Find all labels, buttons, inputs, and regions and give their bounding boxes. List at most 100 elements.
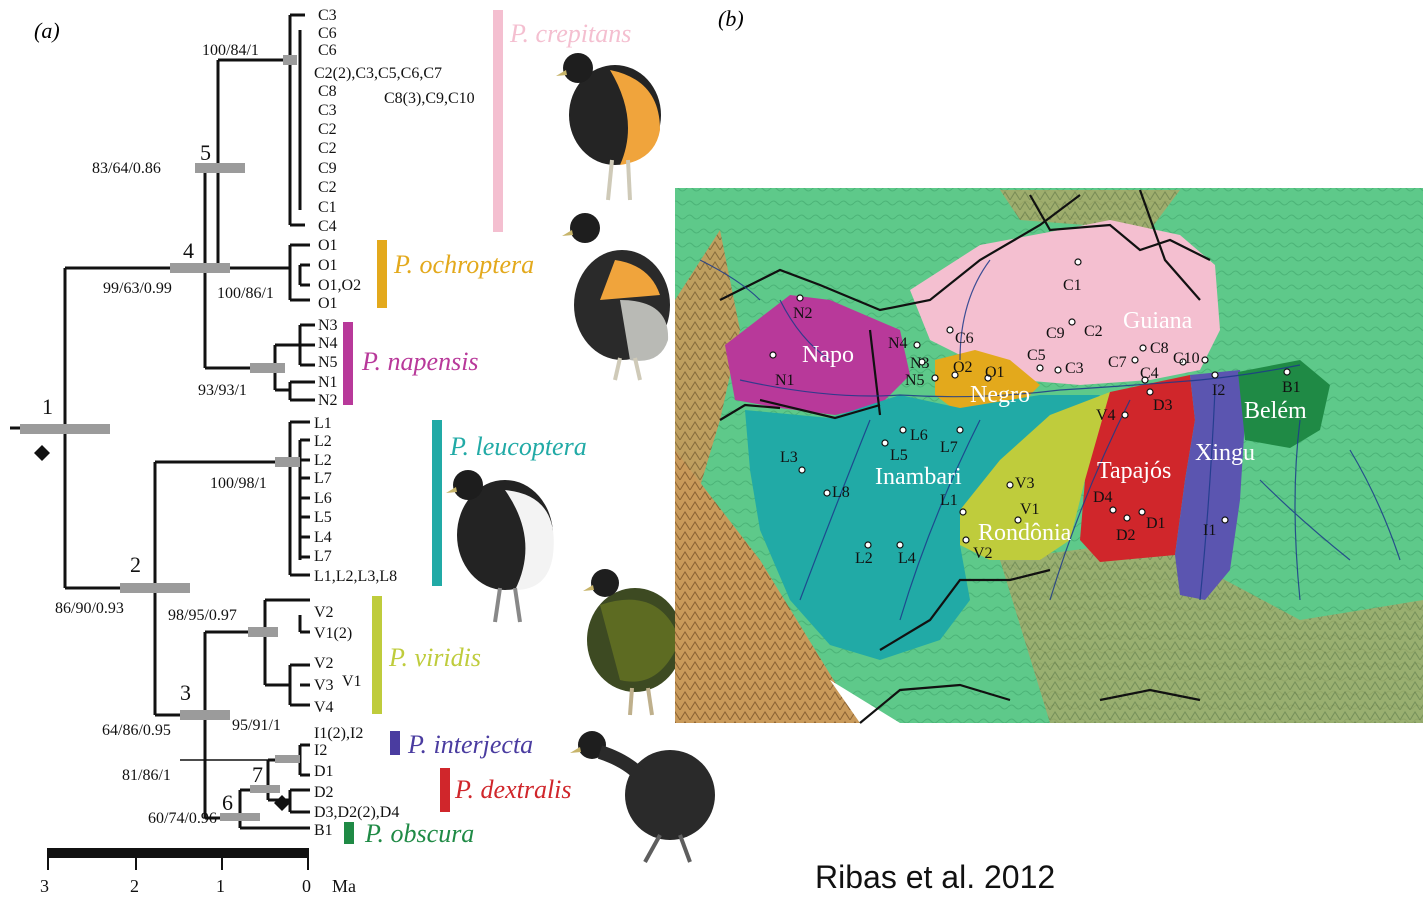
region-label-belem: Belém	[1244, 398, 1307, 424]
locality-label: L5	[890, 447, 908, 464]
region-label-guiana: Guiana	[1123, 308, 1193, 334]
support-value: 83/64/0.86	[92, 160, 161, 177]
tip-label: N4	[318, 335, 338, 352]
locality-marker	[1202, 357, 1208, 363]
tip-label: N2	[318, 392, 338, 409]
locality-label: N3	[910, 355, 930, 372]
locality-marker	[1007, 482, 1013, 488]
locality-marker	[824, 490, 830, 496]
tip-label: B1	[314, 822, 333, 839]
node-label-3: 3	[180, 680, 191, 705]
scale-unit-label: Ma	[332, 876, 356, 896]
tip-label: C1	[318, 199, 337, 216]
locality-marker	[932, 375, 938, 381]
locality-label: C8	[1150, 340, 1169, 357]
tip-label: V2	[314, 604, 334, 621]
region-label-negro: Negro	[970, 382, 1030, 408]
locality-marker	[897, 542, 903, 548]
locality-marker	[799, 467, 805, 473]
tip-label: C9	[318, 160, 337, 177]
tip-label: L6	[314, 490, 332, 507]
locality-label: V4	[1096, 407, 1116, 424]
support-value: 95/91/1	[232, 717, 281, 734]
tip-label: C4	[318, 218, 337, 235]
phylogeny-tree	[10, 15, 315, 828]
node-label-1: 1	[42, 394, 53, 419]
tip-label: O1	[318, 237, 338, 254]
locality-label: V2	[973, 545, 993, 562]
species-bar-obscura	[344, 822, 354, 844]
locality-label: C3	[1065, 360, 1084, 377]
locality-marker	[957, 427, 963, 433]
locality-label: D4	[1093, 489, 1113, 506]
tip-label: C6	[318, 25, 337, 42]
locality-marker	[1212, 372, 1218, 378]
tip-label: C3	[318, 7, 337, 24]
locality-label: L1	[940, 492, 958, 509]
scale-tick-label: 3	[40, 876, 49, 896]
species-name-viridis: P. viridis	[388, 643, 481, 672]
support-value: 93/93/1	[198, 382, 247, 399]
support-value: 86/90/0.93	[55, 600, 124, 617]
locality-marker	[882, 440, 888, 446]
diamond-marker-node6	[274, 795, 290, 811]
locality-marker	[770, 352, 776, 358]
scale-tick-label: 0	[302, 876, 311, 896]
tip-label: N5	[318, 354, 338, 371]
tip-label: L2	[314, 452, 332, 469]
region-label-napo: Napo	[802, 342, 854, 368]
locality-label: C10	[1173, 350, 1200, 367]
tip-label: I2	[314, 742, 327, 759]
species-name-obscura: P. obscura	[364, 819, 474, 848]
locality-marker	[865, 542, 871, 548]
locality-label: O2	[953, 359, 973, 376]
time-scale-bar: 3 2 1 0 Ma	[40, 848, 356, 896]
locality-marker	[797, 295, 803, 301]
locality-marker	[1037, 365, 1043, 371]
species-bar-viridis	[372, 596, 382, 714]
locality-marker	[1055, 367, 1061, 373]
node-label-5: 5	[200, 140, 211, 165]
node-label-7: 7	[252, 762, 263, 787]
locality-label: L4	[898, 550, 916, 567]
tip-label: L1,L2,L3,L8	[314, 568, 397, 585]
region-label-rondonia: Rondônia	[978, 520, 1072, 546]
locality-label: C6	[955, 330, 974, 347]
locality-marker	[1284, 369, 1290, 375]
locality-marker	[900, 427, 906, 433]
species-bar-napensis	[343, 322, 353, 405]
support-value: 60/74/0.96	[148, 810, 217, 827]
species-bar-crepitans	[493, 10, 503, 232]
node-label-2: 2	[130, 552, 141, 577]
locality-marker	[960, 509, 966, 515]
tip-label: O1	[318, 257, 338, 274]
tip-label: V1	[342, 673, 362, 690]
support-value: 100/84/1	[202, 42, 259, 59]
locality-label: C7	[1108, 354, 1127, 371]
tip-label: D2	[314, 784, 334, 801]
locality-label: N4	[888, 335, 908, 352]
locality-marker	[1124, 515, 1130, 521]
locality-label: N2	[793, 305, 813, 322]
locality-marker	[1069, 319, 1075, 325]
tip-label: L7	[314, 548, 332, 565]
scale-tick-label: 2	[130, 876, 139, 896]
tip-label: V3	[314, 677, 334, 694]
locality-label: D1	[1146, 515, 1166, 532]
support-value: 99/63/0.99	[103, 280, 172, 297]
tip-label: L7	[314, 470, 332, 487]
locality-label: N5	[905, 372, 925, 389]
locality-marker	[1140, 345, 1146, 351]
locality-marker	[963, 537, 969, 543]
tip-label: O1,O2	[318, 277, 361, 294]
region-label-xingu: Xingu	[1195, 440, 1255, 466]
locality-label: L3	[780, 449, 798, 466]
locality-label: C2	[1084, 323, 1103, 340]
locality-label: L7	[940, 439, 958, 456]
locality-label: I2	[1212, 382, 1225, 399]
locality-label: C9	[1046, 325, 1065, 342]
locality-label: B1	[1282, 379, 1301, 396]
species-bar-leucoptera	[432, 420, 442, 586]
bird-illustration-ochroptera	[562, 213, 670, 380]
locality-marker	[947, 327, 953, 333]
